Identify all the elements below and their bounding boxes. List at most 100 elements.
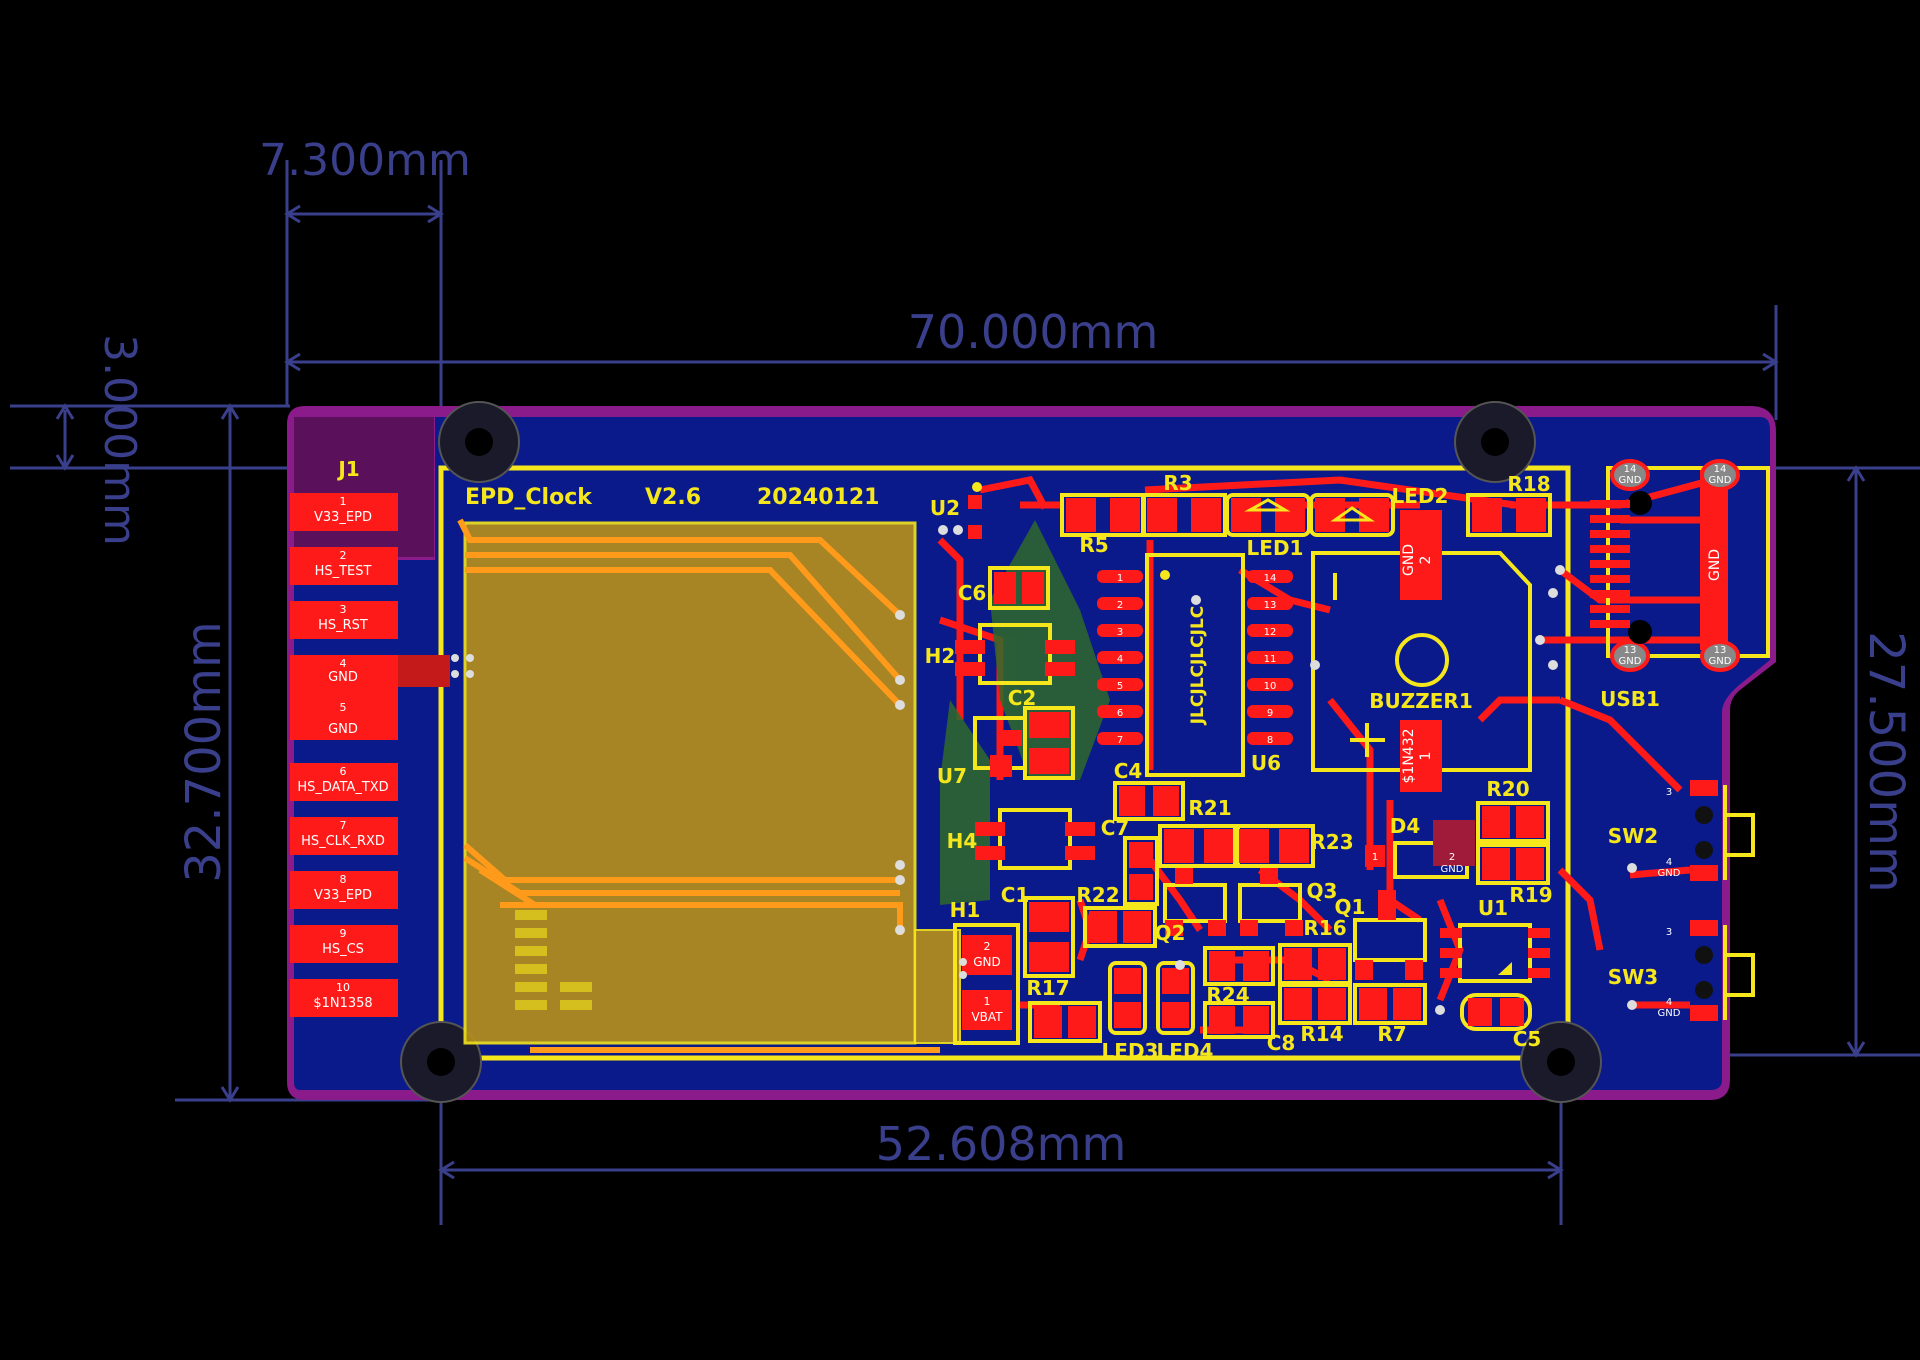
- component-c6[interactable]: [988, 566, 1050, 610]
- ref-u6: U6: [1251, 751, 1281, 775]
- dimension-arrows: [55, 204, 1866, 1180]
- component-h2[interactable]: [955, 623, 1075, 685]
- component-h1[interactable]: [953, 923, 1020, 1045]
- component-led2[interactable]: [1309, 493, 1395, 537]
- component-r14[interactable]: [1278, 983, 1352, 1025]
- j1-gnd-tab: [398, 655, 450, 687]
- j1-pad-3[interactable]: [290, 601, 398, 639]
- h1-pad1-vbat: VBAT: [971, 1010, 1003, 1024]
- component-h4[interactable]: [975, 808, 1095, 870]
- svg-text:14: 14: [1714, 464, 1727, 475]
- component-r17[interactable]: [1028, 1001, 1102, 1043]
- d4-pad1: 1: [1372, 852, 1378, 863]
- ref-u1: U1: [1478, 896, 1508, 920]
- ref-buzzer1: BUZZER1: [1369, 689, 1472, 713]
- j1-num-8: 8: [340, 873, 347, 886]
- component-q2[interactable]: [1163, 868, 1227, 936]
- j1-pad-6[interactable]: [290, 763, 398, 801]
- component-buzzer1[interactable]: [1311, 510, 1532, 792]
- ref-led2: LED2: [1392, 484, 1449, 508]
- component-d4[interactable]: [1365, 820, 1475, 879]
- component-sw2[interactable]: [1595, 780, 1755, 895]
- component-led4[interactable]: [1156, 961, 1195, 1035]
- j1-pad-8[interactable]: [290, 871, 398, 909]
- component-c4[interactable]: [1113, 781, 1185, 821]
- component-r18[interactable]: [1466, 493, 1552, 537]
- svg-text:5: 5: [1117, 681, 1123, 692]
- ref-r20: R20: [1486, 777, 1529, 801]
- mounting-hole-tl: [438, 401, 520, 483]
- j1-name-7: HS_CLK_RXD: [301, 834, 385, 849]
- component-r7[interactable]: [1353, 983, 1427, 1025]
- component-r20[interactable]: [1476, 801, 1550, 843]
- ref-c5: C5: [1513, 1027, 1542, 1051]
- ref-q2: Q2: [1155, 921, 1186, 945]
- component-r22[interactable]: [1083, 906, 1157, 948]
- component-usb1[interactable]: [1590, 459, 1770, 672]
- component-r21[interactable]: [1158, 824, 1240, 868]
- sw2-pad4: 4: [1666, 857, 1672, 868]
- svg-text:GND: GND: [1619, 656, 1642, 667]
- buzzer-pad2-num: 2: [1418, 556, 1434, 565]
- component-u7[interactable]: [973, 716, 1027, 777]
- ref-sw2: SW2: [1608, 824, 1658, 848]
- component-led3[interactable]: [1108, 961, 1147, 1035]
- svg-text:GND: GND: [1709, 656, 1732, 667]
- j1-name-5: GND: [328, 722, 358, 737]
- j1-pad-7[interactable]: [290, 817, 398, 855]
- svg-text:13: 13: [1714, 645, 1727, 656]
- jlc-marker: JLCJLCJLCJLC: [1188, 606, 1208, 726]
- buzzer-pad1-net: $1N432: [1401, 728, 1417, 783]
- component-c7[interactable]: [1123, 836, 1159, 906]
- component-u1[interactable]: [1440, 923, 1550, 983]
- j1-pad-9[interactable]: [290, 925, 398, 963]
- sw3-pad4: 4: [1666, 997, 1672, 1008]
- sw2-pad3: 3: [1666, 787, 1672, 798]
- dim-height-left: 32.700mm: [176, 621, 232, 882]
- ref-c8: C8: [1267, 1031, 1296, 1055]
- component-r24[interactable]: [1203, 946, 1275, 986]
- component-u2[interactable]: [968, 482, 982, 539]
- component-r19[interactable]: [1476, 843, 1550, 885]
- component-q1[interactable]: [1353, 890, 1427, 980]
- ref-h4: H4: [947, 829, 978, 853]
- ref-r7: R7: [1377, 1022, 1406, 1046]
- component-c1[interactable]: [1023, 896, 1075, 978]
- d4-gnd: GND: [1441, 864, 1464, 875]
- j1-connector: [290, 493, 450, 1017]
- board-keepout-edge: [294, 417, 434, 557]
- component-c8[interactable]: [1203, 1001, 1275, 1039]
- svg-text:13: 13: [1264, 600, 1277, 611]
- mounting-hole-br: [1520, 1021, 1602, 1103]
- ref-r5: R5: [1079, 533, 1108, 557]
- j1-pad-10[interactable]: [290, 979, 398, 1017]
- svg-text:4: 4: [1117, 654, 1123, 665]
- component-u6[interactable]: [1097, 553, 1293, 777]
- j1-name-2: HS_TEST: [315, 564, 372, 579]
- component-q3[interactable]: [1238, 868, 1303, 936]
- svg-text:7: 7: [1117, 735, 1123, 746]
- j1-name-4: GND: [328, 670, 358, 685]
- component-r23[interactable]: [1233, 824, 1315, 868]
- vias: [895, 525, 1637, 1015]
- ref-r21: R21: [1188, 796, 1231, 820]
- ref-c4: C4: [1114, 759, 1143, 783]
- j1-pad-labels: 1 V33_EPD 2 HS_TEST 3 HS_RST 4 GND 5 GND…: [297, 495, 388, 1011]
- ref-r23: R23: [1310, 830, 1353, 854]
- ref-r17: R17: [1026, 976, 1069, 1000]
- component-c5[interactable]: [1460, 993, 1532, 1031]
- h1-pad1-num: 1: [984, 995, 991, 1008]
- j1-pad-1[interactable]: [290, 493, 398, 531]
- svg-text:11: 11: [1264, 654, 1277, 665]
- component-sw3[interactable]: [1690, 920, 1755, 1021]
- buzzer-pad1-num: 1: [1418, 752, 1434, 761]
- ref-sw3: SW3: [1608, 965, 1658, 989]
- d4-pad2: 2: [1449, 852, 1455, 863]
- j1-pad-2[interactable]: [290, 547, 398, 585]
- h1-pad2-gnd: GND: [973, 955, 1001, 969]
- svg-text:8: 8: [1267, 735, 1273, 746]
- ref-u7: U7: [937, 764, 967, 788]
- j1-pad-4-5[interactable]: [290, 655, 398, 740]
